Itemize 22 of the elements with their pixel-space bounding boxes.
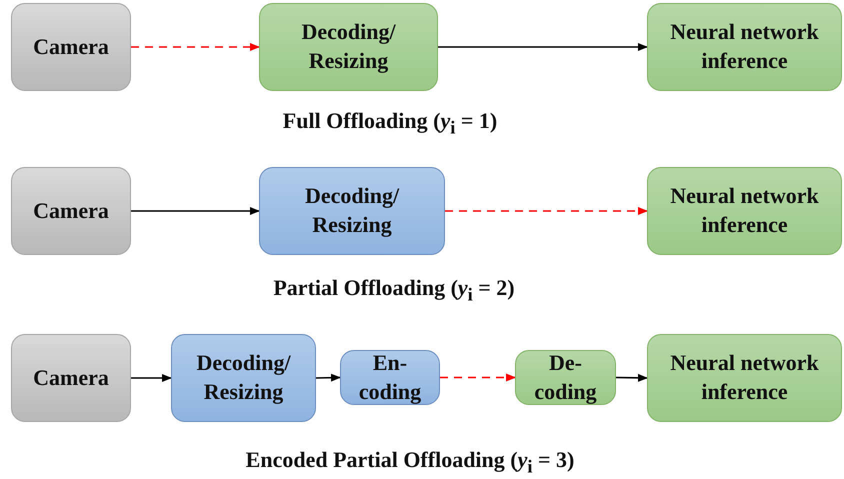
arrow [131, 207, 260, 215]
arrow [438, 43, 648, 51]
scenario-caption: Full Offloading (y$_{i}$ = 1) [282, 108, 498, 138]
process-box: Decoding/ Resizing [259, 167, 445, 255]
process-box: Decoding/ Resizing [259, 3, 438, 91]
arrow [131, 374, 172, 382]
dashed-arrow [440, 374, 516, 382]
process-box: En- coding [340, 350, 440, 405]
process-box: Neural network inference [647, 167, 842, 255]
process-box: Camera [11, 167, 131, 255]
arrow [316, 374, 341, 382]
process-box: Neural network inference [647, 3, 842, 91]
process-box: Camera [11, 3, 131, 91]
process-box: Neural network inference [647, 334, 842, 422]
arrow [616, 374, 648, 382]
process-box: Camera [11, 334, 131, 422]
dashed-arrow [131, 43, 260, 51]
scenario-caption: Partial Offloading (y$_{i}$ = 2) [272, 275, 516, 306]
process-box: De- coding [515, 350, 616, 405]
dashed-arrow [445, 207, 648, 215]
scenario-caption: Encoded Partial Offloading (y$_{i}$ = 3) [244, 447, 576, 478]
process-box: Decoding/ Resizing [171, 334, 316, 422]
